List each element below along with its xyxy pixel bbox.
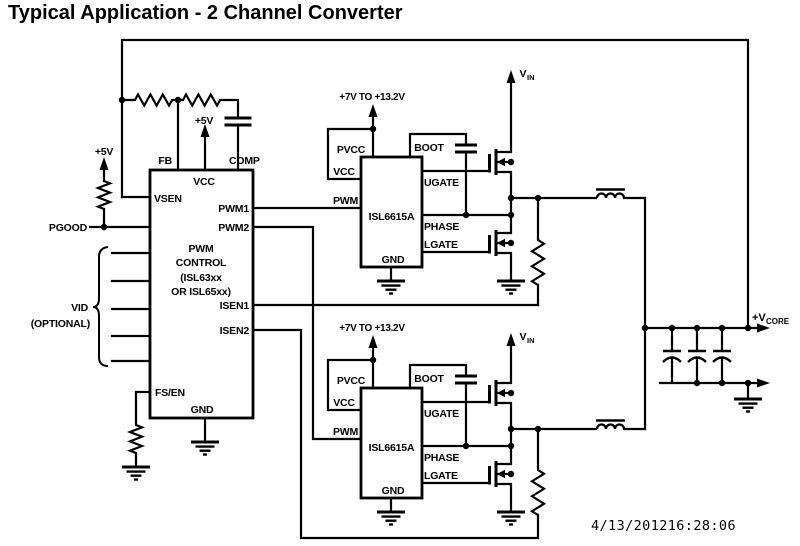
channel1-wires [509, 80, 647, 330]
controller-wiring [88, 38, 750, 540]
pin-label-vsen: VSEN [154, 193, 182, 205]
pin-label-pwm2: PWM2 [218, 222, 249, 234]
channel2-halfbridge [490, 380, 646, 525]
channel1-vin-arrow [506, 70, 516, 83]
pin-label-fsen: FS/EN [155, 387, 185, 399]
channel2-vin-label: V [520, 331, 527, 343]
driver1-pin-ugate: UGATE [424, 177, 459, 189]
driver1-pin-phase: PHASE [424, 221, 459, 233]
fsen-resistor [128, 423, 144, 455]
vcore-label: +V [752, 312, 766, 324]
feedback-resistor-1 [133, 93, 174, 107]
output-capacitor [661, 326, 683, 385]
driver2-supply-label: +7V TO +13.2V [339, 323, 405, 334]
junction-dot [718, 379, 726, 387]
channel2-sense-resistor [530, 468, 546, 517]
driver2-pin-vcc: VCC [333, 397, 355, 409]
controller-title-line1: PWM [188, 243, 214, 255]
vcore-sub: CORE [766, 317, 790, 326]
pin-label-isen2: ISEN2 [220, 325, 250, 337]
vid-label-line2: (OPTIONAL) [31, 318, 90, 330]
pwm-controller-box [148, 168, 255, 420]
return-arrow [757, 378, 770, 388]
driver1-supply-label: +7V TO +13.2V [339, 92, 405, 103]
channel1-vin-label: V [520, 68, 527, 80]
timestamp: 4/13/201216:28:06 [591, 518, 736, 534]
pin-label-vcc: VCC [193, 176, 215, 188]
pin-label-gnd: GND [191, 404, 214, 416]
fsen-gnd-symbol [120, 465, 152, 481]
junction-dot [100, 223, 108, 231]
driver2-pin-ugate: UGATE [424, 408, 459, 420]
channel2-wires [509, 326, 647, 540]
junction-dot [118, 96, 126, 104]
driver1-name: ISL6615A [369, 211, 415, 223]
driver2-pin-pwm: PWM [333, 426, 359, 438]
controller-gnd-symbol [189, 440, 221, 456]
controller-title-line2: CONTROL [176, 257, 227, 269]
pgood-supply-arrow [99, 157, 109, 170]
vid-brace [92, 246, 109, 367]
junction-dot [668, 324, 676, 332]
channel1-vin-sub: IN [527, 73, 535, 82]
driver2-pin-pvcc: PVCC [337, 375, 366, 387]
output-network [641, 323, 770, 413]
feedback-loop-wire [120, 38, 750, 330]
pgood-pullup-resistor [96, 179, 112, 211]
vcc-supply-label: +5V [195, 115, 214, 127]
junction-dot [641, 324, 649, 332]
junction-dot [744, 379, 752, 387]
controller-title-line3: (ISL63xx [180, 272, 222, 284]
pin-label-isen1: ISEN1 [220, 300, 250, 312]
junction-dot [693, 379, 701, 387]
driver2-labels: +7V TO +13.2V PVCC VCC PWM BOOT ISL6615A… [333, 323, 535, 497]
pgood-label: PGOOD [49, 222, 88, 234]
junction-dot [174, 96, 182, 104]
channel1-sense-resistor [530, 238, 546, 287]
channel1-power-stage [328, 70, 647, 330]
junction-dot [718, 324, 726, 332]
output-capacitor [711, 326, 733, 385]
pin-label-comp: COMP [229, 155, 260, 167]
driver1-pin-gnd: GND [382, 254, 405, 266]
driver1-pin-boot: BOOT [414, 142, 444, 154]
controller-title-line4: OR ISL65xx) [171, 286, 231, 298]
driver1-pin-vcc: VCC [333, 166, 355, 178]
driver2-pin-gnd: GND [382, 485, 405, 497]
output-capacitor [686, 326, 708, 385]
driver1-labels: +7V TO +13.2V PVCC VCC PWM BOOT ISL6615A… [333, 68, 535, 266]
pin-label-fb: FB [158, 155, 172, 167]
output-rails [643, 326, 759, 400]
feedback-resistor-2 [181, 93, 222, 107]
junction-dot [744, 324, 752, 332]
driver1-pin-lgate: LGATE [424, 239, 458, 251]
output-labels: +V CORE [752, 312, 790, 326]
output-gnd-symbol [732, 397, 764, 413]
page-title: Typical Application - 2 Channel Converte… [8, 2, 403, 24]
driver2-pin-boot: BOOT [414, 373, 444, 385]
pgood-supply-label: +5V [95, 146, 114, 158]
channel1-halfbridge [490, 149, 646, 294]
driver2-pin-phase: PHASE [424, 452, 459, 464]
channel2-vin-sub: IN [527, 336, 535, 345]
driver1-pin-pvcc: PVCC [337, 144, 366, 156]
channel2-vin-arrow [506, 333, 516, 346]
junction-dot [693, 324, 701, 332]
pin-label-pwm1: PWM1 [218, 203, 249, 215]
driver2-name: ISL6615A [369, 442, 415, 454]
channel2-power-stage [328, 326, 647, 540]
driver2-pin-lgate: LGATE [424, 470, 458, 482]
controller-labels: FB +5V VCC COMP VSEN PWM1 PWM2 PWM CONTR… [31, 115, 260, 416]
driver1-pin-pwm: PWM [333, 195, 359, 207]
vid-label-line1: VID [71, 302, 89, 314]
